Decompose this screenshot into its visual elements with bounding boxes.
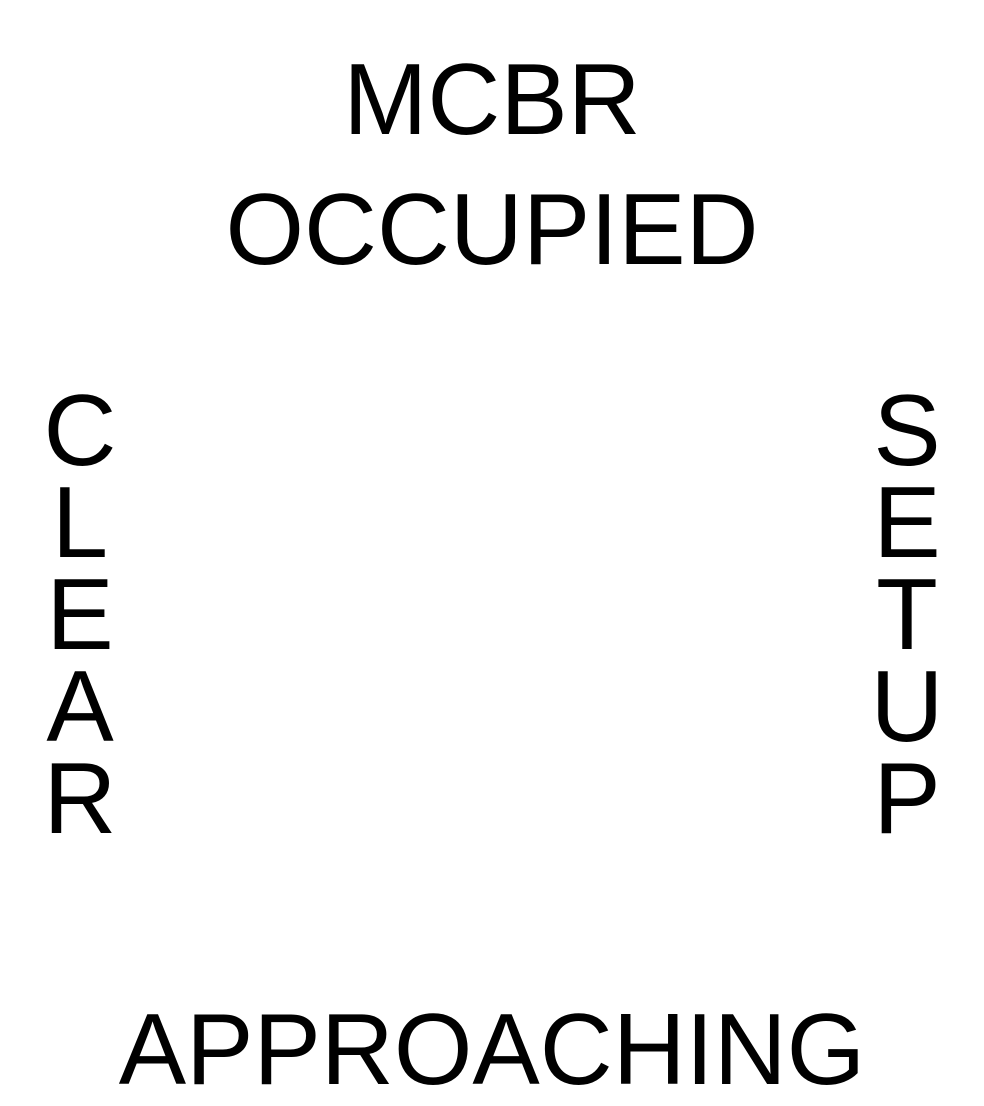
label-setup-letter: P bbox=[873, 743, 941, 855]
label-occupied: OCCUPIED bbox=[225, 174, 759, 286]
label-setup-letter: T bbox=[876, 559, 938, 671]
label-setup-letter: U bbox=[870, 651, 944, 763]
label-clear-letter: C bbox=[43, 375, 117, 487]
label-setup-letter: E bbox=[873, 467, 941, 579]
label-clear-letter: E bbox=[46, 559, 114, 671]
label-clear-letter: L bbox=[51, 467, 109, 579]
label-clear-letter: A bbox=[46, 651, 114, 763]
label-approaching: APPROACHING bbox=[118, 994, 866, 1106]
label-mcbr: MCBR bbox=[343, 44, 641, 156]
label-setup-letter: S bbox=[873, 375, 941, 487]
label-clear-letter: R bbox=[43, 743, 117, 855]
